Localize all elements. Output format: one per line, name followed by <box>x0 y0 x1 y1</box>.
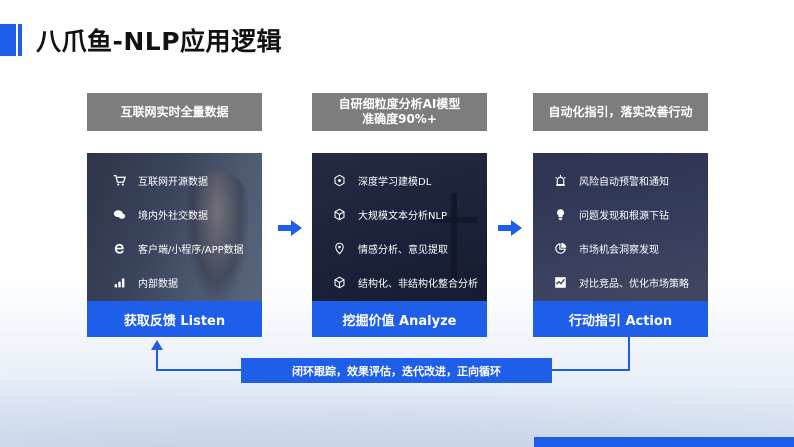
title-accent-bar-thin <box>18 24 22 56</box>
bottom-accent-strip <box>534 437 794 447</box>
column-header-line: 准确度90%+ <box>362 112 437 126</box>
location-pin-icon <box>332 241 346 255</box>
card-footer-action: 行动指引 Action <box>533 301 708 337</box>
list-item-label: 内部数据 <box>138 278 178 290</box>
list-item-label: 问题发现和根源下钻 <box>579 210 669 222</box>
alarm-light-icon <box>553 173 567 187</box>
list-item-label: 对比竞品、优化市场策略 <box>579 278 689 290</box>
loop-connector-right <box>628 337 630 371</box>
arrow-up-icon <box>151 340 163 350</box>
list-item-label: 情感分析、意见提取 <box>358 244 448 256</box>
loop-label: 闭环跟踪，效果评估，迭代改进，正向循环 <box>241 358 552 383</box>
column-header-line: 互联网实时全量数据 <box>120 104 229 119</box>
card-background-photo <box>431 193 477 283</box>
cube-icon <box>332 207 346 221</box>
list-item-label: 市场机会洞察发现 <box>579 244 659 256</box>
list-item: 对比竞品、优化市场策略 <box>533 265 708 299</box>
box-icon <box>332 275 346 289</box>
arrow-right-icon <box>278 220 302 236</box>
deep-learning-icon <box>332 173 346 187</box>
list-item: 风险自动预警和通知 <box>533 163 708 197</box>
card-list-action: 风险自动预警和通知 问题发现和根源下钻 市场机会洞察发现 对比竞品、优化市场策略 <box>533 163 708 299</box>
list-item-label: 风险自动预警和通知 <box>579 176 669 188</box>
title-accent-bar <box>0 24 16 56</box>
card-list-analyze: 深度学习建模DL 大规模文本分析NLP 情感分析、意见提取 结构化、非结构化整合… <box>312 163 487 299</box>
pie-chart-icon <box>553 241 567 255</box>
list-item: 市场机会洞察发现 <box>533 231 708 265</box>
card-background-photo <box>186 171 248 301</box>
column-header-line: 自动化指引，落实改善行动 <box>548 104 693 119</box>
list-item-label: 大规模文本分析NLP <box>358 210 448 222</box>
bar-chart-icon <box>112 275 126 289</box>
list-item: 互联网开源数据 <box>87 163 262 197</box>
list-item: 境内外社交数据 <box>87 197 262 231</box>
list-item-label: 深度学习建模DL <box>358 176 432 188</box>
page-title: 八爪鱼-NLP应用逻辑 <box>36 27 283 56</box>
browser-e-icon <box>112 241 126 255</box>
list-item: 情感分析、意见提取 <box>312 231 487 265</box>
list-item: 客户端/小程序/APP数据 <box>87 231 262 265</box>
list-item: 内部数据 <box>87 265 262 299</box>
column-header-analyze: 自研细粒度分析AI模型 准确度90%+ <box>312 93 487 131</box>
cart-icon <box>112 173 126 187</box>
list-item: 大规模文本分析NLP <box>312 197 487 231</box>
card-footer-analyze: 挖掘价值 Analyze <box>312 301 487 337</box>
card-listen: 互联网开源数据 境内外社交数据 客户端/小程序/APP数据 内部数据 <box>87 153 262 301</box>
loop-connector-left <box>156 350 158 371</box>
column-header-action: 自动化指引，落实改善行动 <box>533 93 708 131</box>
list-item-label: 互联网开源数据 <box>138 176 208 188</box>
column-header-line: 自研细粒度分析AI模型 <box>338 97 461 111</box>
trend-chart-icon <box>553 275 567 289</box>
list-item-label: 境内外社交数据 <box>138 210 208 222</box>
lightbulb-icon <box>553 207 567 221</box>
list-item: 结构化、非结构化整合分析 <box>312 265 487 299</box>
column-header-listen: 互联网实时全量数据 <box>87 93 262 131</box>
list-item: 深度学习建模DL <box>312 163 487 197</box>
card-overlay <box>312 153 487 301</box>
card-footer-listen: 获取反馈 Listen <box>87 301 262 337</box>
card-action: 风险自动预警和通知 问题发现和根源下钻 市场机会洞察发现 对比竞品、优化市场策略 <box>533 153 708 301</box>
card-list-listen: 互联网开源数据 境内外社交数据 客户端/小程序/APP数据 内部数据 <box>87 163 262 299</box>
card-analyze: 深度学习建模DL 大规模文本分析NLP 情感分析、意见提取 结构化、非结构化整合… <box>312 153 487 301</box>
arrow-right-icon <box>498 220 522 236</box>
list-item-label: 结构化、非结构化整合分析 <box>358 278 478 290</box>
chat-bubbles-icon <box>112 207 126 221</box>
list-item: 问题发现和根源下钻 <box>533 197 708 231</box>
list-item-label: 客户端/小程序/APP数据 <box>138 244 244 256</box>
